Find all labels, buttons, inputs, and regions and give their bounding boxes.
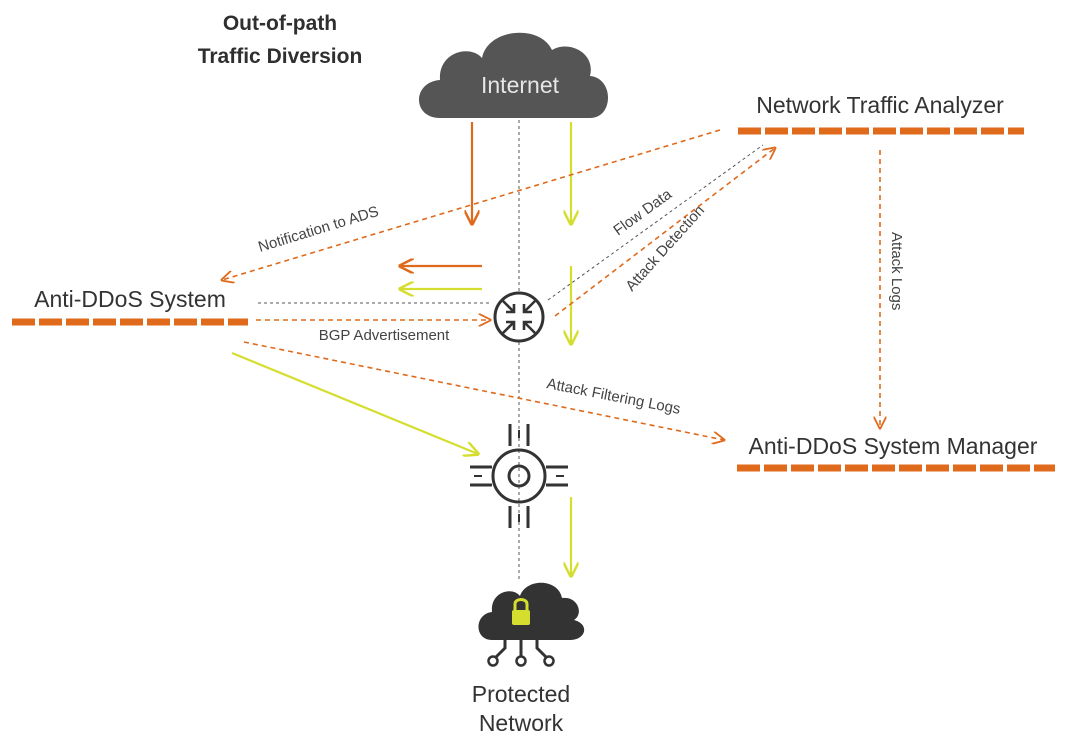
router-icon (493, 291, 545, 343)
diagram-title-line-2: Traffic Diversion (198, 45, 363, 68)
roundabout-icon (470, 424, 568, 528)
notification-arrow (222, 129, 721, 280)
protected-network-label-line-2: Network (479, 710, 564, 736)
clean-return-arrow (231, 351, 478, 454)
bgp-label: BGP Advertisement (319, 327, 450, 344)
secure-cloud-icon (478, 582, 585, 667)
protected-network-label-line-1: Protected (472, 681, 570, 707)
diagram-title-line-1: Out-of-path (223, 12, 337, 35)
filtering-logs-arrow (243, 341, 724, 440)
anti-ddos-system-label: Anti-DDoS System (34, 286, 226, 312)
anti-ddos-system-manager-label: Anti-DDoS System Manager (749, 433, 1038, 459)
attack-logs-label: Attack Logs (888, 232, 905, 310)
network-traffic-analyzer-label: Network Traffic Analyzer (756, 92, 1004, 118)
flow-data-line (547, 144, 764, 301)
internet-cloud-icon: Internet (419, 32, 608, 118)
attack-detection-arrow (554, 148, 775, 317)
notification-label: Notification to ADS (256, 203, 381, 256)
filtering-logs-label: Attack Filtering Logs (545, 375, 682, 418)
internet-label: Internet (481, 72, 560, 98)
